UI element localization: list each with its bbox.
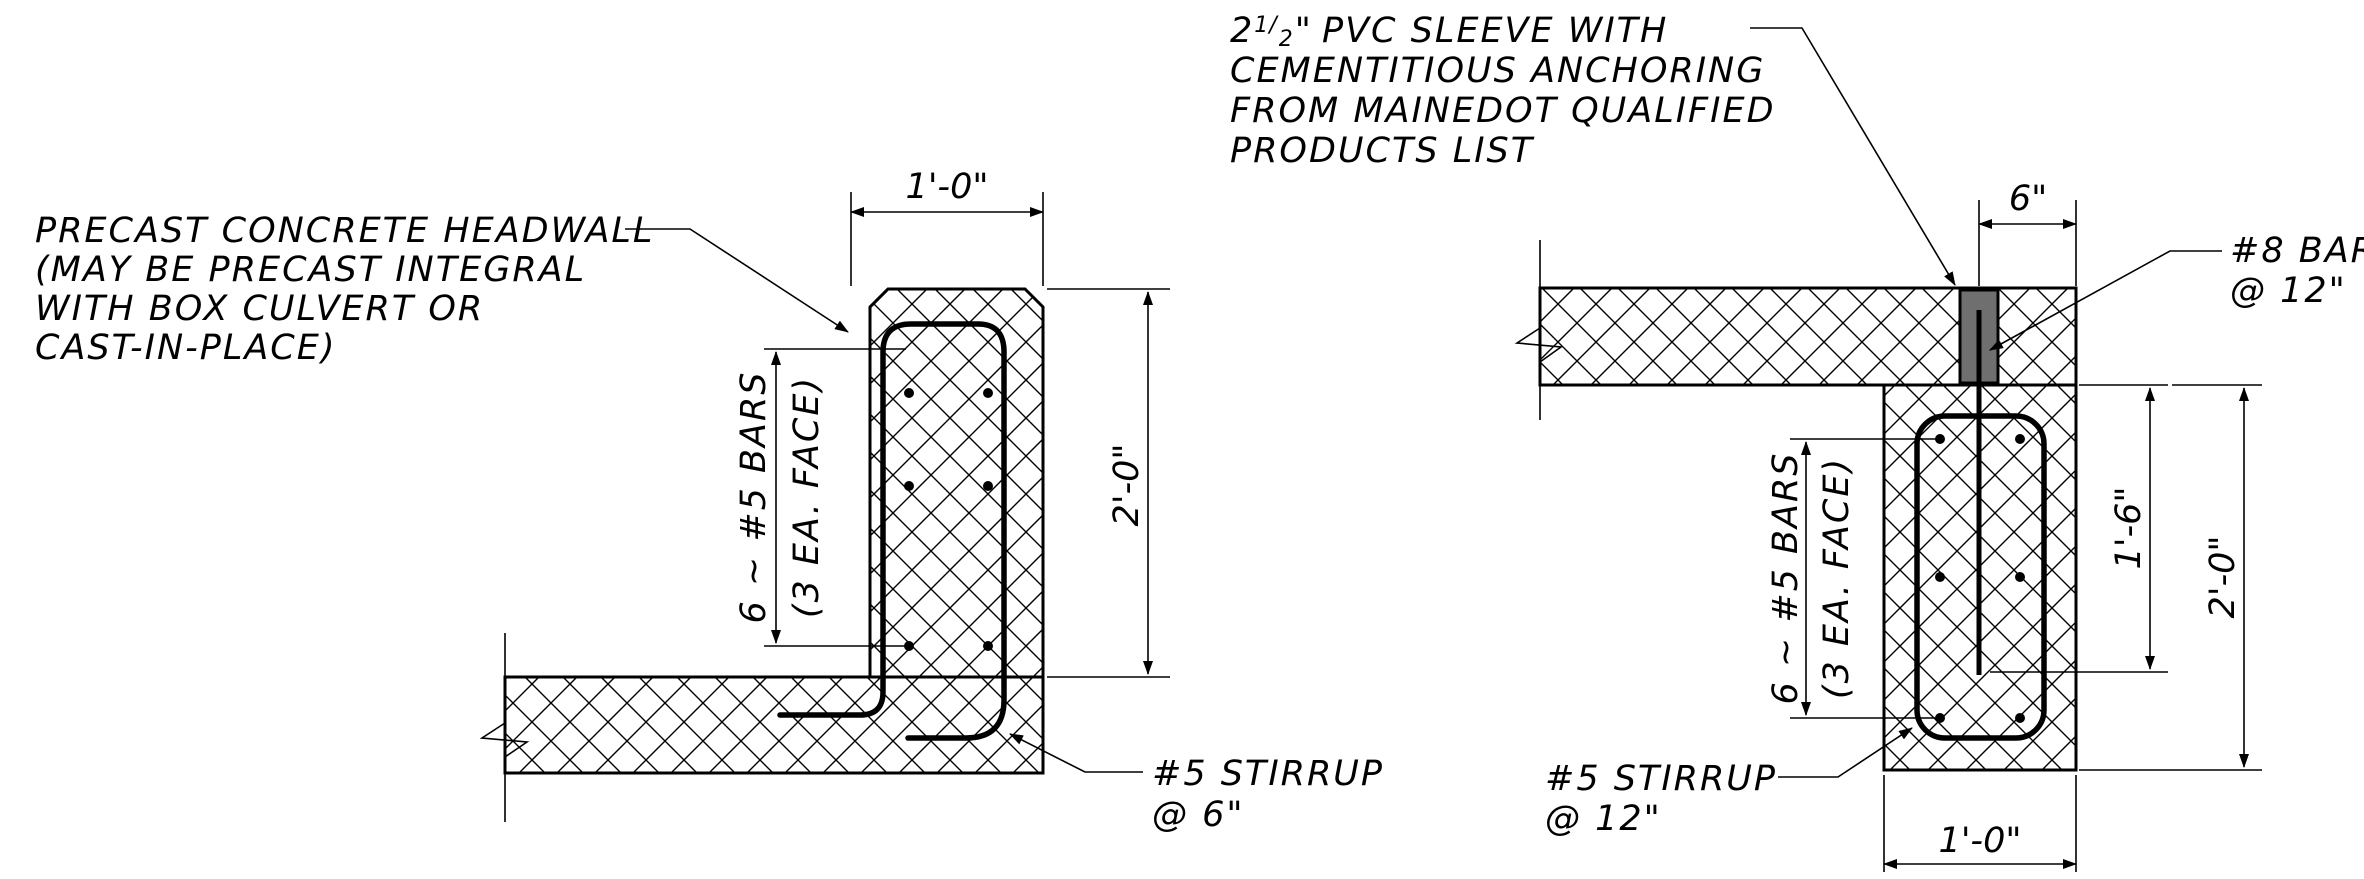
dowel-leader [1989, 250, 2222, 351]
svg-text:(3 EA. FACE): (3 EA. FACE) [1817, 457, 1857, 699]
left-bars [904, 388, 993, 651]
left-headwall-leader [625, 228, 849, 333]
svg-text:1'-0": 1'-0" [906, 167, 989, 207]
sleeve-leader [1750, 27, 1956, 286]
sleeve-note: PVC SLEEVE WITH CEMENTITIOUS ANCHORING F… [1230, 11, 1789, 171]
svg-text:6": 6" [2009, 179, 2047, 219]
right-stirrup-leader [1778, 727, 1913, 778]
svg-text:(3 EA. FACE): (3 EA. FACE) [787, 376, 827, 618]
left-break-line [479, 633, 530, 822]
right-bars [1935, 434, 2025, 723]
svg-text:1'-6": 1'-6" [2109, 487, 2149, 570]
right-width-dimension: 1'-0" [1883, 775, 2077, 872]
left-height-dimension: 2'-0" [1047, 288, 1170, 678]
dowel-note: #8 BAR @ 12" [2230, 231, 2364, 311]
right-inner-height-dimension: 1'-6" [1990, 384, 2168, 673]
right-break-line [1514, 240, 1564, 420]
svg-text:6 ~ #5 BARS: 6 ~ #5 BARS [734, 370, 774, 623]
sleeve-size: 21/2" [1230, 11, 1313, 52]
sleeve-offset-dimension: 6" [1978, 179, 2077, 286]
left-stirrup-leader [1009, 733, 1143, 773]
left-bars-dimension: 6 ~ #5 BARS (3 EA. FACE) [734, 348, 906, 647]
left-headwall [868, 287, 1045, 679]
right-stirrup-note: #5 STIRRUP @ 12" [1545, 759, 1790, 839]
left-stirrup-note: #5 STIRRUP @ 6" [1152, 754, 1397, 835]
svg-text:1'-0": 1'-0" [1939, 821, 2022, 861]
right-detail: 21/2" PVC SLEEVE WITH CEMENTITIOUS ANCHO… [1230, 11, 2364, 872]
svg-text:6 ~ #5 BARS: 6 ~ #5 BARS [1766, 451, 1806, 704]
left-slab [503, 675, 1045, 775]
svg-text:2'-0": 2'-0" [1107, 444, 1147, 527]
svg-text:2'-0": 2'-0" [2203, 536, 2243, 619]
left-headwall-note: PRECAST CONCRETE HEADWALL (MAY BE PRECAS… [35, 211, 668, 368]
right-height-dimension: 2'-0" [2079, 384, 2262, 771]
right-bars-dimension: 6 ~ #5 BARS (3 EA. FACE) [1766, 438, 1937, 719]
left-width-dimension: 1'-0" [850, 167, 1044, 286]
left-stirrup [777, 321, 1007, 741]
left-detail: PRECAST CONCRETE HEADWALL (MAY BE PRECAS… [35, 167, 1397, 835]
